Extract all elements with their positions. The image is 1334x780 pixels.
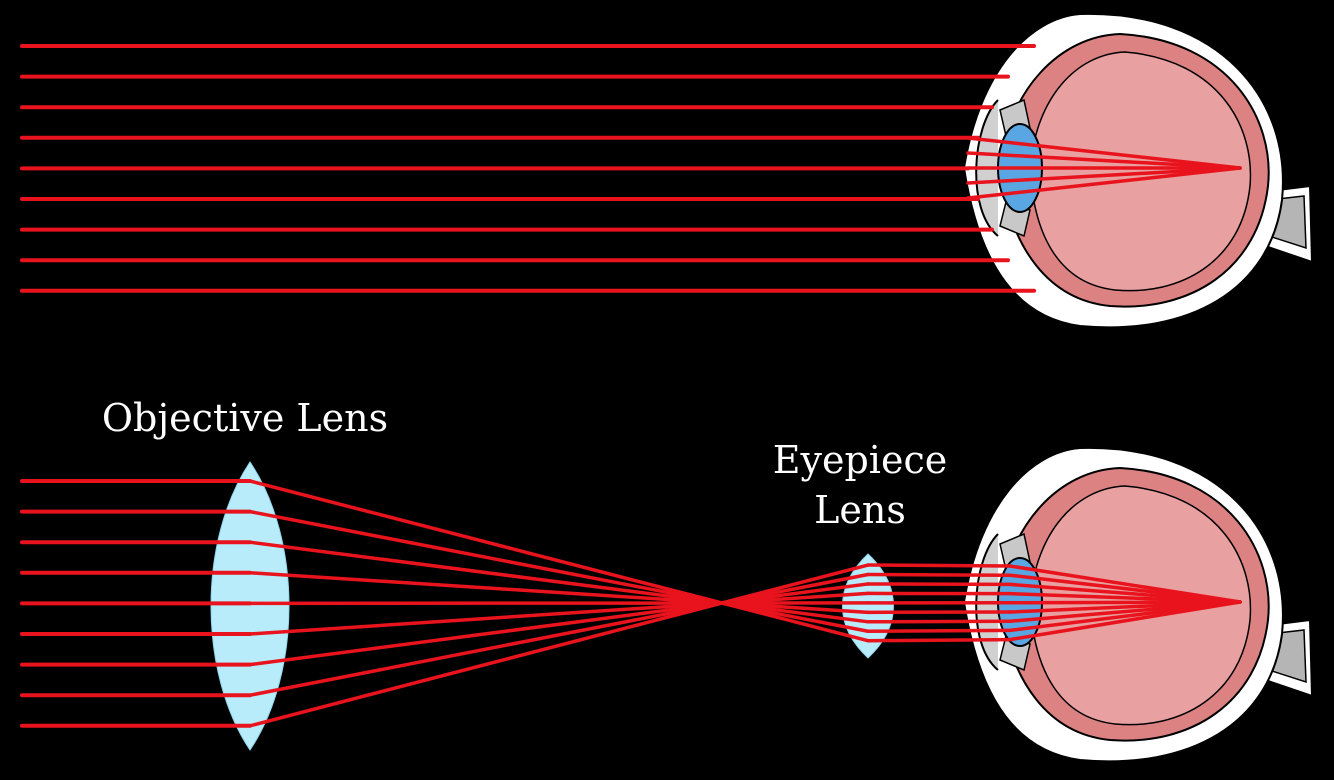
eyepiece-ray <box>866 619 1012 624</box>
converging-ray <box>248 571 724 605</box>
objective-lens-label: Objective Lens <box>101 396 389 440</box>
eyepiece-lens-label: Eyepiece Lens <box>760 435 960 535</box>
vitreous-body <box>1029 51 1252 292</box>
objective-lens <box>210 461 290 751</box>
refracted-ray <box>966 151 1242 170</box>
diverging-ray <box>720 563 870 605</box>
top-rays <box>20 44 1242 293</box>
eyepiece-ray <box>866 572 1012 577</box>
eyepiece-ray <box>866 637 1012 643</box>
converging-ray <box>248 540 724 605</box>
eye-top <box>962 12 1314 329</box>
converging-ray <box>248 601 724 636</box>
refracted-ray <box>966 166 1242 185</box>
eyepiece-label-line1: Eyepiece <box>772 438 948 482</box>
converging-ray <box>248 509 724 605</box>
refracted-ray <box>966 166 1242 200</box>
converging-ray <box>248 479 724 605</box>
bottom-rays <box>20 479 1242 728</box>
retina-ray <box>1008 564 1242 604</box>
eye-bottom <box>962 446 1314 763</box>
eyepiece-ray <box>866 563 1012 568</box>
eyepiece-ray <box>866 628 1012 634</box>
refracted-ray <box>966 136 1242 170</box>
converging-ray <box>248 601 724 667</box>
eyepiece-label-line2: Lens <box>814 488 906 532</box>
converging-ray <box>248 601 724 728</box>
converging-ray <box>248 601 724 697</box>
